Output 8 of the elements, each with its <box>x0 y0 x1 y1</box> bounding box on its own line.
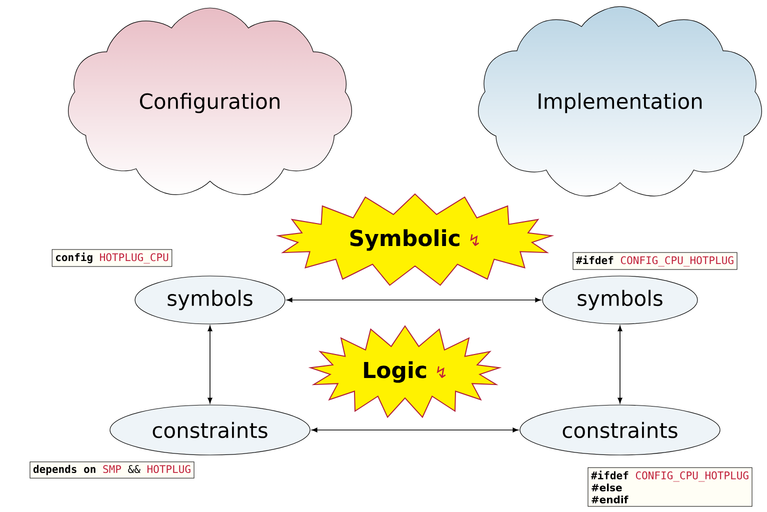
code-box: #ifdef CONFIG_CPU_HOTPLUG <box>572 252 738 270</box>
arrow <box>312 428 518 432</box>
code-box: #ifdef CONFIG_CPU_HOTPLUG #else #endif <box>588 467 752 507</box>
code-box: config HOTPLUG_CPU <box>52 249 172 267</box>
code-box: depends on SMP && HOTPLUG <box>30 462 194 478</box>
arrow <box>208 326 212 404</box>
arrow <box>618 326 622 404</box>
arrow <box>286 298 541 302</box>
